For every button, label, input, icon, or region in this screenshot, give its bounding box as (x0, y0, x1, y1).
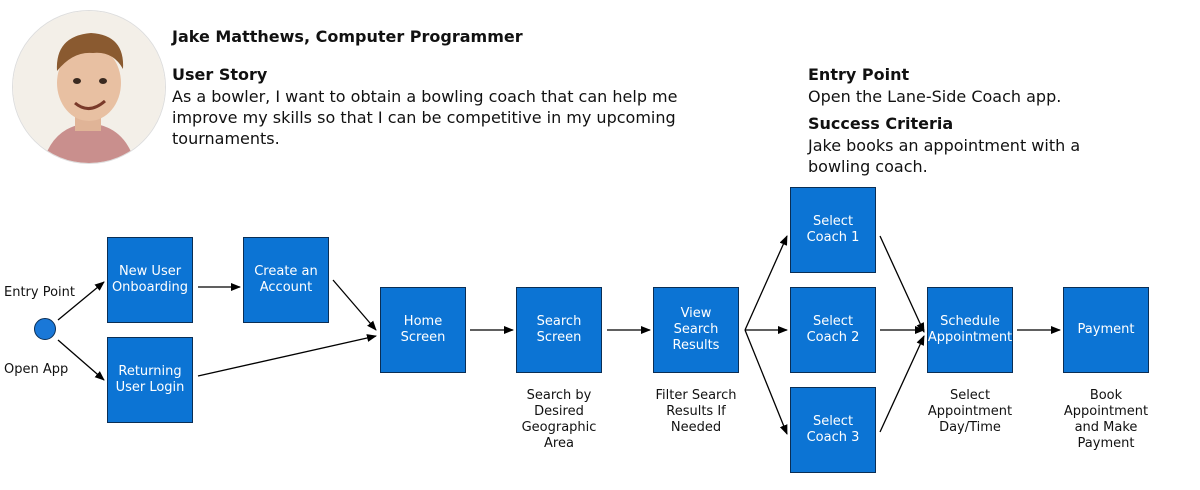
node-label-line: Coach 2 (806, 330, 860, 345)
node-label-line: Payment (1077, 322, 1135, 337)
caption-schedule: Select Appointment Day/Time (914, 388, 1026, 436)
user-story-text: As a bowler, I want to obtain a bowling … (172, 86, 732, 149)
node-label-line: Screen (536, 330, 582, 345)
caption-line: and Make (1074, 420, 1138, 435)
node-label-line: Home (403, 314, 443, 329)
caption-payment: Book Appointment and Make Payment (1050, 388, 1162, 452)
caption-line: Area (544, 436, 574, 451)
node-label-line: Coach 1 (806, 230, 860, 245)
user-story-line: tournaments. (172, 129, 280, 148)
caption-line: Appointment (927, 404, 1013, 419)
node-label-line: User Login (115, 380, 185, 395)
entry-point-heading: Entry Point (808, 65, 910, 84)
node-label-line: Select (812, 314, 854, 329)
arrow-coach3-to-schedule (879, 335, 925, 433)
persona-name: Jake Matthews, Computer Programmer (172, 27, 523, 46)
node-label-line: Results (672, 338, 720, 353)
user-story-heading: User Story (172, 65, 268, 84)
arrow-start-to-login (57, 339, 105, 381)
node-label-line: Onboarding (111, 280, 189, 295)
caption-line: Geographic (521, 420, 597, 435)
caption-line: Desired (534, 404, 584, 419)
caption-view-results: Filter Search Results If Needed (640, 388, 752, 436)
node-label-line: Search (536, 314, 582, 329)
node-label-line: Appointment (927, 330, 1013, 345)
success-criteria-line: bowling coach. (808, 157, 928, 176)
caption-line: Needed (670, 420, 722, 435)
node-label-line: Create an (254, 264, 318, 279)
caption-line: Appointment (1063, 404, 1149, 419)
caption-search: Search by Desired Geographic Area (506, 388, 612, 452)
node-label-line: View (680, 306, 712, 321)
user-story-line: improve my skills so that I can be compe… (172, 108, 676, 127)
arrow-account-to-home (332, 279, 377, 331)
node-label-line: Coach 3 (806, 430, 860, 445)
arrow-start-to-onboarding (57, 281, 105, 321)
start-open-label: Open App (4, 362, 69, 377)
user-story-line: As a bowler, I want to obtain a bowling … (172, 87, 678, 106)
entry-point-text: Open the Lane-Side Coach app. (808, 87, 1062, 106)
arrow-login-to-home (197, 334, 377, 377)
node-label-line: Schedule (940, 314, 1000, 329)
node-label-line: Screen (400, 330, 446, 345)
caption-line: Search by (526, 388, 592, 403)
caption-line: Payment (1077, 436, 1135, 451)
node-label-line: Account (259, 280, 313, 295)
persona-avatar (12, 10, 166, 164)
avatar-image (13, 11, 165, 163)
caption-line: Day/Time (939, 420, 1001, 435)
success-criteria-heading: Success Criteria (808, 114, 954, 133)
node-payment[interactable]: Payment (1063, 287, 1149, 373)
caption-line: Select (949, 388, 991, 403)
success-criteria-line: Jake books an appointment with a (808, 136, 1081, 155)
arrow-results-to-coach3 (744, 329, 788, 435)
start-entry-label: Entry Point (4, 285, 75, 300)
success-criteria-text: Jake books an appointment with a bowling… (808, 135, 1080, 177)
node-label-line: Search (673, 322, 719, 337)
start-point-dot[interactable] (34, 318, 56, 340)
caption-line: Book (1089, 388, 1123, 403)
caption-line: Filter Search (655, 388, 737, 403)
caption-line: Results If (666, 404, 726, 419)
node-label-line: Returning (118, 364, 182, 379)
node-label-line: Select (812, 214, 854, 229)
arrow-coach1-to-schedule (879, 235, 925, 333)
arrow-results-to-coach1 (744, 235, 788, 331)
node-label-line: New User (118, 264, 182, 279)
node-label-line: Select (812, 414, 854, 429)
